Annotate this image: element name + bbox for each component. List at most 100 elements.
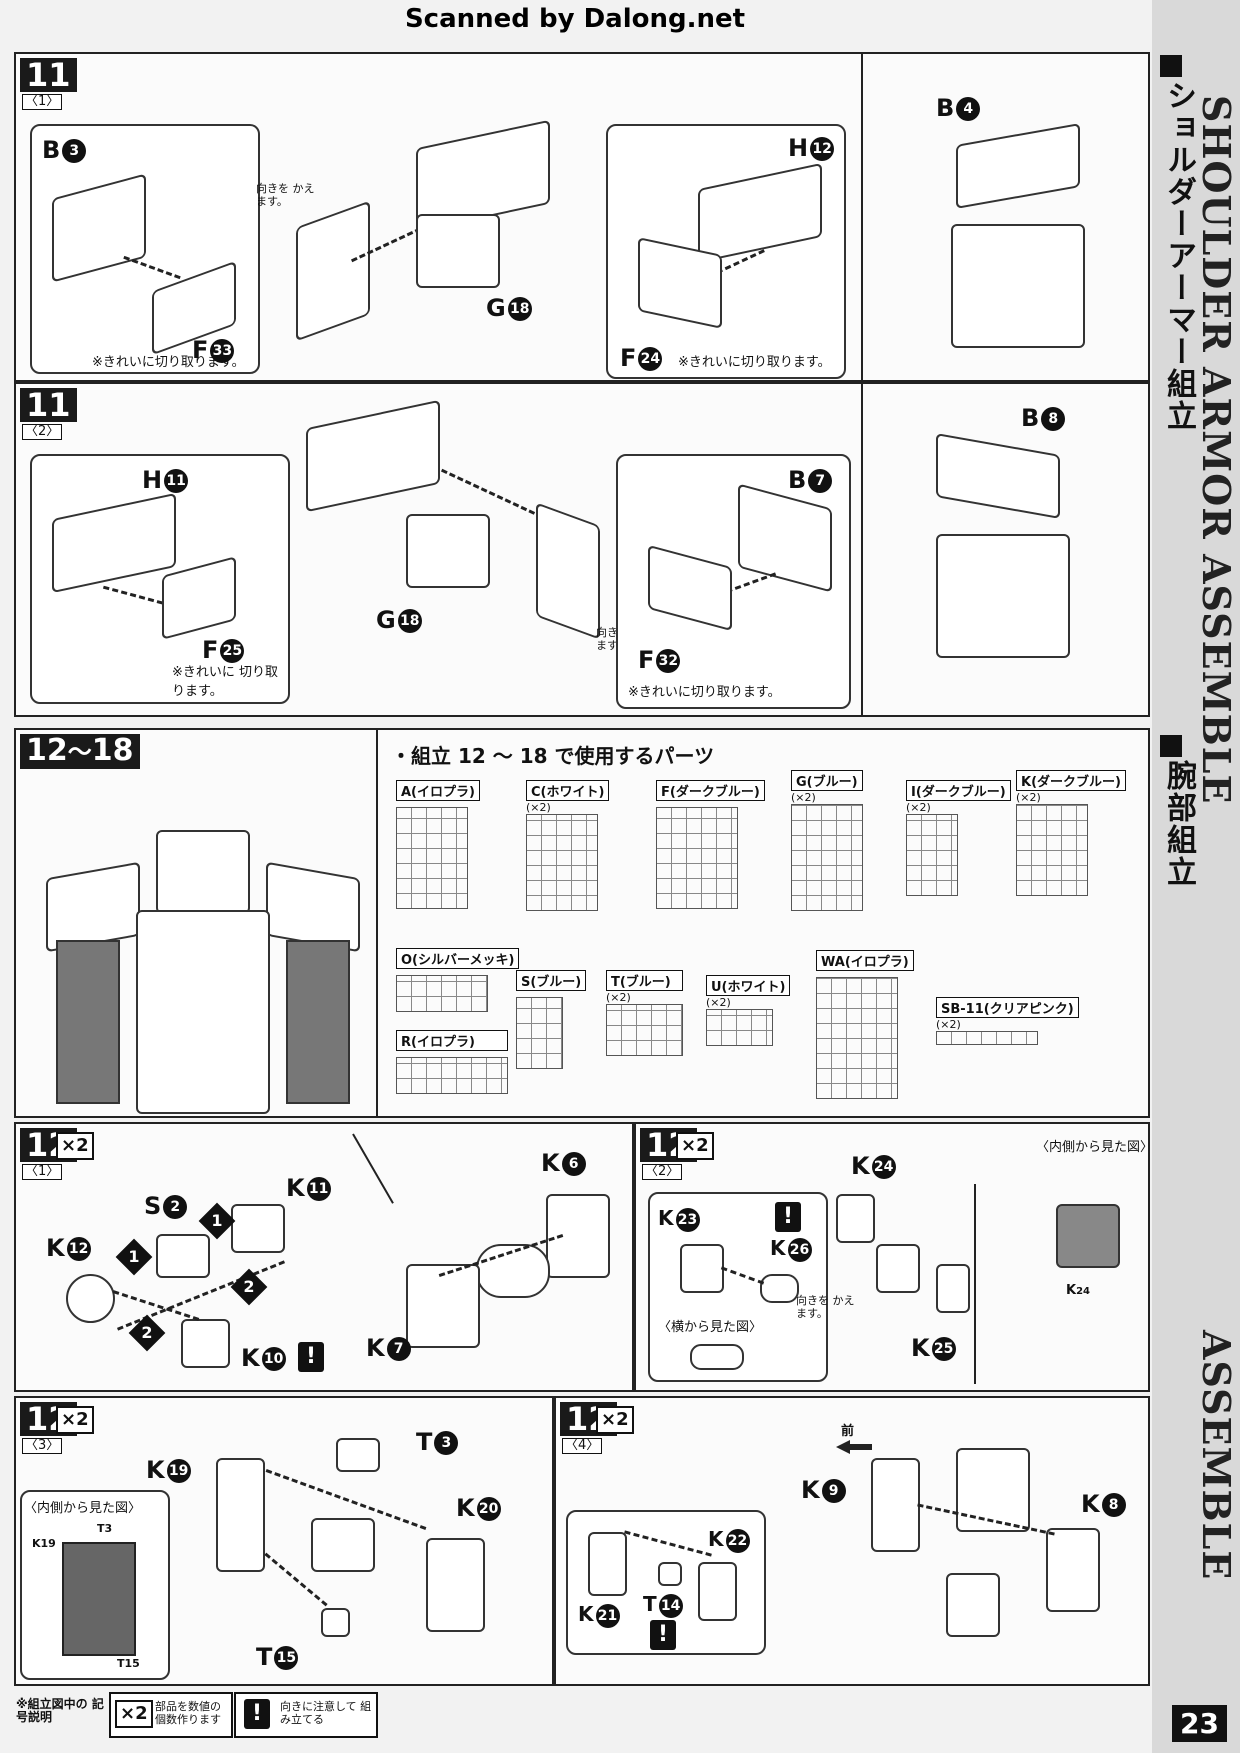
- runner-label: K(ダークブルー): [1016, 770, 1126, 791]
- part-cover-shape: [296, 200, 370, 342]
- part-letter: K: [1081, 1490, 1100, 1518]
- step-tilde: 〜: [67, 738, 92, 766]
- runner-sprue: [936, 1031, 1038, 1045]
- part-letter: F: [192, 336, 209, 364]
- divider: [861, 384, 863, 715]
- order-number: 1: [128, 1247, 140, 1266]
- part-assembly-shape: [876, 1244, 920, 1293]
- runner-qty: (×2): [526, 801, 551, 814]
- runner-sprue: [516, 997, 563, 1069]
- part-letter: T: [256, 1643, 273, 1671]
- part-b4-shape: [956, 123, 1080, 209]
- runner-sprue: [526, 814, 598, 911]
- part-number: 33: [210, 339, 235, 363]
- part-letter: T: [643, 1592, 657, 1616]
- part-letter: K: [708, 1527, 724, 1551]
- part-number: 20: [476, 1497, 501, 1521]
- side-view-caption: 〈横から見た図〉: [658, 1320, 763, 1335]
- part-letter: B: [42, 136, 61, 164]
- part-number: 4: [956, 97, 981, 121]
- robot-arm-left: [56, 940, 120, 1104]
- section-title-jp: 腕部組立: [1161, 760, 1196, 888]
- part-letter: H: [788, 134, 809, 162]
- part-letter: F: [620, 344, 637, 372]
- runner-label: A(イロプラ): [396, 780, 480, 801]
- runner-r: R(イロプラ): [396, 1030, 508, 1094]
- robot-arm-right: [286, 940, 350, 1104]
- divider: [352, 1133, 394, 1204]
- part-k19-shape: [216, 1458, 265, 1572]
- part-letter: K: [146, 1456, 165, 1484]
- part-center-shape: [311, 1518, 375, 1572]
- part-k21-shape: [588, 1532, 627, 1596]
- side-view-shape: [690, 1344, 744, 1370]
- part-letter: K: [911, 1334, 930, 1362]
- part-k24-shape: [836, 1194, 875, 1243]
- sidebar: ショルダーアーマー組立 SHOULDER ARMOR ASSEMBLE 腕部組立…: [1152, 0, 1240, 1753]
- order-marker: 2: [230, 1268, 268, 1306]
- assembly-arrow: [624, 1530, 712, 1557]
- runner-s: S(ブルー): [516, 970, 587, 1069]
- legend-warning: ! 向きに注意して 組み立てる: [234, 1692, 378, 1738]
- runner-label: G(ブルー): [791, 770, 863, 791]
- part-s2-shape: [156, 1234, 210, 1278]
- order-marker: 1: [115, 1238, 153, 1276]
- part-number: 10: [261, 1347, 286, 1371]
- substep-label: 〈1〉: [22, 94, 63, 110]
- runner-sprue: [396, 975, 488, 1012]
- section-title-jp: ショルダーアーマー組立: [1161, 80, 1196, 432]
- part-letter: K: [658, 1206, 674, 1230]
- part-letter: G: [376, 606, 396, 634]
- part-number: 15: [274, 1646, 299, 1670]
- robot-illustration: [36, 790, 366, 1114]
- cut-note: ※きれいに 切り取ります。: [172, 665, 279, 699]
- runner-label: C(ホワイト): [526, 780, 610, 801]
- runner-sprue: [396, 807, 468, 909]
- runner-sprue: [906, 814, 958, 896]
- part-number: 24: [1076, 1286, 1090, 1297]
- assembly-arrow: [112, 1290, 200, 1321]
- runner-qty: (×2): [606, 991, 631, 1004]
- legend-x2: ×2 部品を数値の 個数作ります: [109, 1692, 233, 1738]
- turn-note: 向きを かえます。: [796, 1294, 855, 1320]
- assembly-arrow: [720, 1266, 765, 1285]
- part-b8-shape: [936, 433, 1060, 519]
- part-letter: K: [851, 1152, 870, 1180]
- part-letter: B: [1021, 404, 1040, 432]
- runner-label: I(ダークブルー): [906, 780, 1011, 801]
- part-b3-shape: [52, 173, 146, 283]
- inner-view-shape: [62, 1542, 136, 1656]
- substep-label: 〈4〉: [562, 1438, 603, 1454]
- part-number: 19: [166, 1459, 191, 1483]
- runner-sprue: [396, 1057, 508, 1094]
- legend-bar: ※組立図中の 記号説明 ×2 部品を数値の 個数作ります ! 向きに注意して 組…: [14, 1690, 1150, 1742]
- multiplier-badge: ×2: [115, 1700, 153, 1728]
- scan-credit: Scanned by Dalong.net: [404, 4, 746, 34]
- runner-label: U(ホワイト): [706, 975, 791, 996]
- part-t3-shape: [336, 1438, 380, 1472]
- multiplier-badge: ×2: [56, 1406, 94, 1434]
- part-k23-shape: [680, 1244, 724, 1293]
- part-cover-shape: [536, 502, 600, 640]
- order-number: 2: [243, 1277, 255, 1296]
